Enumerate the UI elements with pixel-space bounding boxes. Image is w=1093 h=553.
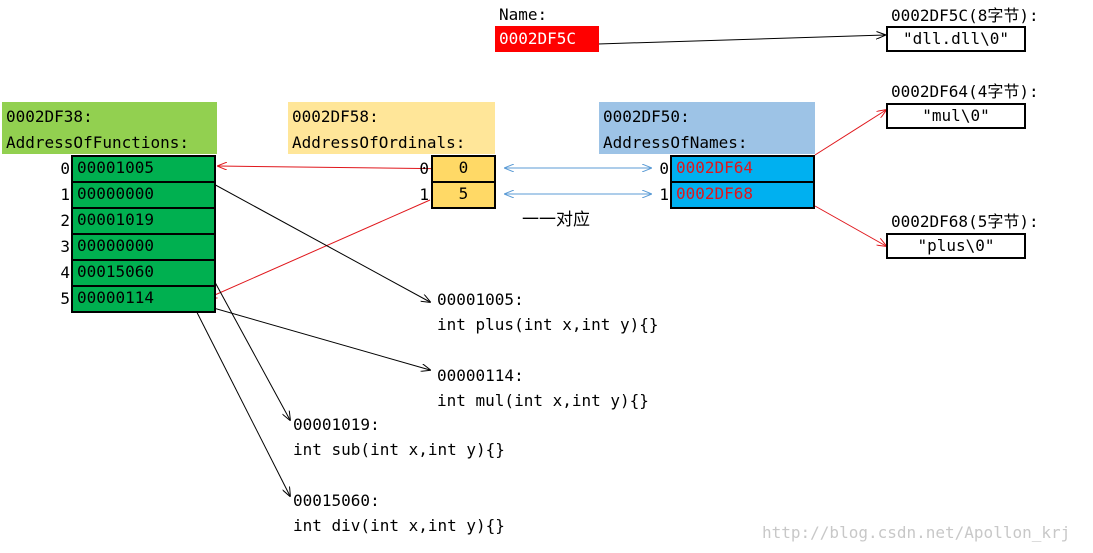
names-title: AddressOfNames: [603,133,748,152]
func-cell: 00001019 [71,207,216,235]
arrow-ord0-to-func0 [218,166,463,169]
func-cell: 00000114 [71,285,216,313]
arrow-ord1-to-func5 [208,199,431,298]
ordinals-header: 0002DF58: AddressOfOrdinals: [288,102,495,154]
func-index: 2 [60,211,70,230]
mul-string-box: "mul\0" [886,103,1026,129]
correspondence-label: 一一对应 [522,210,590,230]
name-value: 0002DF5C [495,26,599,52]
ord-index: 0 [419,159,429,178]
ordinals-title: AddressOfOrdinals: [292,133,466,152]
watermark: http://blog.csdn.net/Apollon_krj [762,523,1071,542]
plus-string-addr: 0002DF68(5字节): [891,212,1039,231]
func-cell: 00000000 [71,181,216,209]
func-index: 4 [60,263,70,282]
dll-string-box: "dll.dll\0" [886,26,1026,52]
code-block-plus: 00001005: int plus(int x,int y){} [437,287,659,337]
code-body: int plus(int x,int y){} [437,315,659,334]
code-addr: 00015060: [293,491,380,510]
func-cell: 00015060 [71,259,216,287]
ord-cell: 5 [431,181,496,209]
mul-string-addr: 0002DF64(4字节): [891,82,1039,101]
func-index: 5 [60,289,70,308]
code-block-sub: 00001019: int sub(int x,int y){} [293,412,505,462]
functions-header: 0002DF38: AddressOfFunctions: [2,102,217,154]
code-addr: 00001019: [293,415,380,434]
func-index: 3 [60,237,70,256]
func-cell: 00001005 [71,155,216,183]
names-addr: 0002DF50: [603,107,690,126]
name-index: 0 [659,159,669,178]
name-label: Name: [499,5,548,24]
functions-addr: 0002DF38: [6,107,93,126]
arrow-name0-to-mul [814,110,886,156]
name-index: 1 [659,185,669,204]
arrow-name-to-dll [597,35,885,45]
func-index: 1 [60,185,70,204]
name-cell: 0002DF64 [670,155,815,183]
arrow-func0-to-plus [187,169,430,302]
ord-index: 1 [419,185,429,204]
code-body: int mul(int x,int y){} [437,391,649,410]
dll-string-addr: 0002DF5C(8字节): [891,6,1039,25]
plus-string-box: "plus\0" [886,233,1026,259]
ordinals-addr: 0002DF58: [292,107,379,126]
code-body: int div(int x,int y){} [293,516,505,535]
ord-cell: 0 [431,155,496,183]
func-index: 0 [60,159,70,178]
arrow-name1-to-plus [814,205,886,246]
code-addr: 00001005: [437,290,524,309]
func-cell: 00000000 [71,233,216,261]
arrow-func5-to-mul [181,298,430,370]
code-body: int sub(int x,int y){} [293,440,505,459]
name-cell: 0002DF68 [670,181,815,209]
code-block-mul: 00000114: int mul(int x,int y){} [437,363,649,413]
names-header: 0002DF50: AddressOfNames: [599,102,815,154]
code-block-div: 00015060: int div(int x,int y){} [293,488,505,538]
code-addr: 00000114: [437,366,524,385]
functions-title: AddressOfFunctions: [6,133,190,152]
